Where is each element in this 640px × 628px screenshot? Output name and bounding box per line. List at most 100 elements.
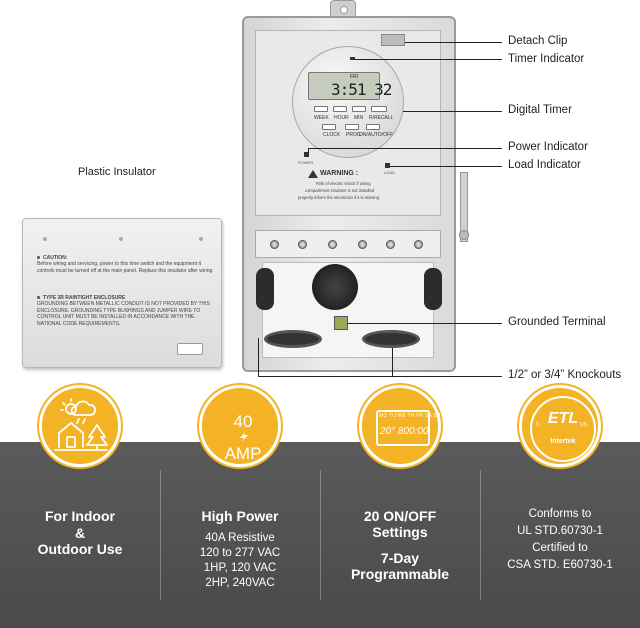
callout-load-indicator: Load Indicator — [508, 159, 581, 171]
amp-icon: 40 AMP — [199, 385, 281, 467]
feature-indoor-title-line2: & — [74, 525, 86, 541]
callout-line — [390, 166, 502, 167]
lcd-icon-days: MO TU WE TH FR SA SU — [379, 413, 441, 419]
terminal-screw-icon — [386, 240, 395, 249]
power-spec: 40A Resistive — [205, 532, 275, 544]
callout-line — [403, 111, 502, 112]
power-indicator-label: POWER — [298, 160, 314, 165]
power-indicator-light — [304, 152, 309, 157]
mount-hole — [199, 237, 203, 241]
caution-text: Before wiring and servicing, power to th… — [37, 261, 214, 274]
warning-icon — [308, 170, 318, 178]
lcd-time: 3:51 32 — [331, 80, 392, 99]
bottom-knockout — [362, 330, 420, 348]
recall-button[interactable] — [371, 106, 387, 112]
load-indicator-light — [385, 163, 390, 168]
feature-certification: ETL C US Intertek Conforms to UL STD.607… — [480, 385, 640, 615]
etl-us: US — [580, 422, 587, 428]
lcd-settings-icon: MO TU WE TH FR SA SU 20° 800:00 — [359, 385, 441, 467]
callout-detach-clip: Detach Clip — [508, 35, 568, 47]
feature-indoor-outdoor: For Indoor & Outdoor Use — [0, 385, 160, 615]
mount-hole — [43, 237, 47, 241]
etl-brand: Intertek — [550, 438, 576, 445]
cert-line: Certified to — [532, 542, 588, 554]
callout-knockouts: 1/2” or 3/4” Knockouts — [508, 369, 622, 381]
prog-label: PROG — [346, 132, 361, 138]
on-auto-off-label: ON/AUTO/OFF — [359, 132, 394, 138]
callout-line — [308, 148, 309, 154]
clock-label: CLOCK — [323, 132, 341, 138]
caution-block: CAUTION: Before wiring and servicing, po… — [37, 255, 215, 274]
etl-letters: ETL — [547, 410, 579, 427]
type3r-block: TYPE 3R RAINTIGHT ENCLOSURE GROUNDING BE… — [37, 295, 215, 327]
side-latch[interactable] — [460, 172, 468, 242]
recall-label: R/RECALL — [369, 115, 394, 121]
lcd-display — [308, 72, 380, 100]
cert-line: Conforms to — [528, 508, 592, 520]
lcd-icon-time: 20° 800:00 — [380, 426, 429, 437]
terminal-screw-icon — [414, 240, 423, 249]
mount-hole — [119, 237, 123, 241]
feature-divider — [480, 470, 481, 600]
terminal-screw-icon — [328, 240, 337, 249]
clock-button[interactable] — [322, 124, 336, 130]
detach-clip[interactable] — [381, 34, 405, 46]
feature-indoor-title-line3: Outdoor Use — [37, 541, 123, 557]
power-spec: 2HP, 240VAC — [205, 577, 275, 589]
terminal-screw-icon — [298, 240, 307, 249]
insulator-pull-tab[interactable] — [177, 343, 203, 355]
min-button[interactable] — [352, 106, 366, 112]
feature-power-title: High Power — [201, 508, 279, 524]
callout-line — [348, 323, 502, 324]
on-auto-off-button[interactable] — [366, 124, 380, 130]
caution-heading: CAUTION: — [43, 255, 68, 261]
feature-settings-title-line4: Programmable — [350, 566, 450, 582]
feature-divider — [320, 470, 321, 600]
prog-button[interactable] — [345, 124, 359, 130]
plastic-insulator-label: Plastic Insulator — [78, 166, 156, 178]
warning-line: compartment insulator is not installed — [305, 188, 375, 193]
terminal-strip — [255, 230, 441, 258]
feature-settings-title-line1: 20 ON/OFF — [363, 508, 437, 524]
bottom-knockout — [264, 330, 322, 348]
left-knockout — [256, 268, 274, 310]
feature-settings-title-line3: 7-Day — [380, 550, 420, 566]
latch-screw-icon — [459, 230, 469, 240]
min-label: MIN — [354, 115, 364, 121]
power-spec: 1HP, 120 VAC — [203, 562, 277, 574]
warning-title: WARNING : — [320, 170, 359, 177]
feature-settings-title-line2: Settings — [372, 524, 428, 540]
callout-grounded-terminal: Grounded Terminal — [508, 316, 606, 328]
warning-line: Risk of electric shock if wiring — [316, 181, 371, 186]
week-button[interactable] — [314, 106, 328, 112]
right-knockout — [424, 268, 442, 310]
terminal-screw-icon — [358, 240, 367, 249]
week-label: WEEK — [314, 115, 329, 121]
callout-line — [405, 42, 502, 43]
house-weather-icon — [39, 385, 121, 467]
etl-listed-icon: ETL C US Intertek — [519, 385, 601, 467]
timer-indicator-light — [350, 57, 355, 60]
amp-icon-value: 40 — [233, 412, 253, 431]
callout-line — [258, 376, 502, 377]
type3r-text: GROUNDING BETWEEN METALLIC CONDUIT IS NO… — [37, 301, 210, 327]
callout-line — [258, 338, 259, 376]
grounded-terminal — [334, 316, 348, 330]
callout-power-indicator: Power Indicator — [508, 141, 588, 153]
callout-timer-indicator: Timer Indicator — [508, 53, 585, 65]
warning-line: properly.Inform the electrician if it is… — [298, 195, 381, 200]
hour-label: HOUR — [334, 115, 349, 121]
feature-high-power: 40 AMP High Power 40A Resistive 120 to 2… — [160, 385, 320, 615]
callout-digital-timer: Digital Timer — [508, 104, 572, 116]
callout-line — [354, 59, 502, 60]
plastic-insulator-card: CAUTION: Before wiring and servicing, po… — [22, 218, 222, 368]
callout-line — [308, 148, 502, 149]
feature-settings: MO TU WE TH FR SA SU 20° 800:00 20 ON/OF… — [320, 385, 480, 615]
callout-line — [392, 348, 393, 376]
feature-divider — [160, 470, 161, 600]
cert-line: UL STD.60730-1 — [517, 525, 603, 537]
cert-line: CSA STD. E60730-1 — [507, 559, 613, 571]
hour-button[interactable] — [333, 106, 347, 112]
etl-ring-icon — [530, 396, 596, 462]
